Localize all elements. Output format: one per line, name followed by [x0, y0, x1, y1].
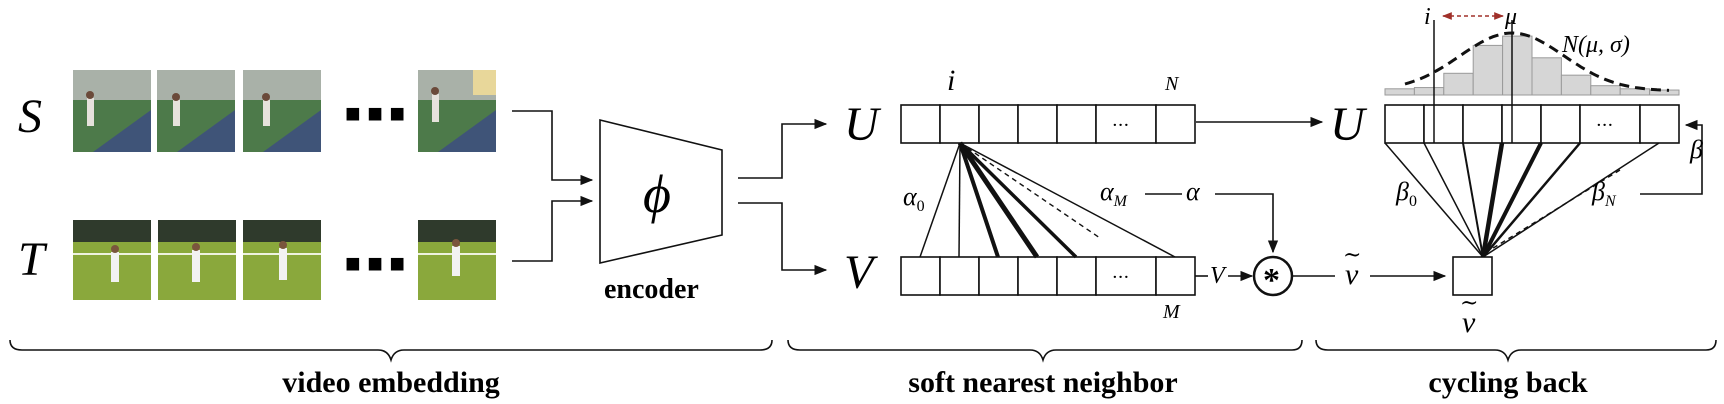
beta-lines	[1384, 142, 1660, 258]
histogram-bar	[1384, 88, 1415, 96]
target-frame-3	[243, 220, 321, 300]
alpha-label: α	[1186, 177, 1201, 206]
histogram-bar	[1649, 89, 1680, 96]
target-frame-last	[418, 220, 496, 300]
soft-nn-brace	[787, 339, 1303, 363]
V-cell	[900, 256, 941, 296]
index-M-label: M	[1162, 301, 1181, 323]
cycle-U-sequence	[1384, 104, 1680, 144]
cycle-mu-label: μ	[1504, 4, 1517, 30]
U-cell	[1017, 104, 1058, 144]
similarity-histogram	[1384, 35, 1680, 96]
section-video-embedding: video embedding	[282, 366, 500, 399]
cycle-U-cells-ellipsis: ···	[1596, 115, 1613, 136]
source-to-encoder-arrow	[512, 110, 594, 186]
target-video-label: T	[18, 233, 48, 286]
beta-label: β	[1689, 135, 1703, 164]
video-embedding-brace	[9, 339, 773, 363]
U-cell	[1056, 104, 1097, 144]
V-cell-ellipsis	[1095, 256, 1157, 296]
histogram-bar	[1590, 85, 1621, 96]
encoder-phi-symbol: ϕ	[643, 164, 671, 224]
beta-0-label: β0	[1395, 177, 1417, 210]
v-tilde-box-tilde: ~	[1460, 291, 1478, 316]
target-frame-2	[158, 220, 236, 300]
V-arrow-label: V	[1210, 263, 1227, 289]
cycle-i-label: i	[1424, 4, 1431, 30]
cycle-U-cell	[1639, 104, 1680, 144]
source-video-frames	[73, 70, 496, 152]
cycling-back-brace	[1315, 339, 1717, 363]
v-tilde-tilde: ~	[1343, 243, 1361, 268]
histogram-bar	[1531, 57, 1562, 96]
U-embedding-sequence	[900, 104, 1196, 144]
cycle-U-label: U	[1330, 98, 1368, 151]
cycle-U-cell-i	[1423, 104, 1464, 144]
U-cell-i	[939, 104, 980, 144]
beta-feedback-arrow	[1640, 119, 1703, 195]
U-cell	[1155, 104, 1196, 144]
histogram-bar	[1502, 35, 1533, 96]
index-i-label: i	[947, 64, 955, 97]
target-frames-ellipsis: ■ ■ ■	[345, 249, 405, 278]
U-cell	[978, 104, 1019, 144]
embedding-U-label: U	[844, 98, 882, 151]
histogram-bar	[1413, 87, 1445, 96]
cycle-U-cell	[1384, 104, 1425, 144]
attention-lines	[919, 141, 1176, 259]
V-cells-ellipsis: ···	[1112, 267, 1129, 288]
source-video-label: S	[18, 90, 42, 143]
V-cell	[1155, 256, 1196, 296]
V-cell	[939, 256, 980, 296]
source-frame-3	[243, 70, 321, 152]
encoder-block	[599, 118, 723, 265]
alpha-to-op-arrow	[1215, 193, 1279, 254]
source-frame-last	[418, 70, 496, 152]
target-frame-1	[73, 220, 151, 300]
V-cell	[978, 256, 1019, 296]
v-tilde-box-label: v	[1462, 306, 1476, 339]
U-cell	[900, 104, 941, 144]
alpha-M-label: αM	[1100, 177, 1129, 210]
v-tilde-box	[1452, 256, 1493, 296]
U-cell-ellipsis	[1095, 104, 1157, 144]
U-cells-ellipsis: ···	[1112, 115, 1129, 136]
source-frames-ellipsis: ■ ■ ■	[345, 99, 405, 128]
source-frame-2	[157, 70, 235, 152]
histogram-bar	[1443, 72, 1474, 96]
cycle-U-cell	[1540, 104, 1581, 144]
target-video-frames	[73, 220, 496, 300]
cycle-U-cell	[1462, 104, 1503, 144]
gaussian-curve	[1404, 31, 1670, 92]
embedding-V-label: V	[844, 246, 878, 299]
section-soft-nearest-neighbor: soft nearest neighbor	[908, 366, 1177, 399]
index-N-label: N	[1164, 73, 1180, 95]
weighted-sum-symbol: *	[1263, 262, 1280, 299]
alpha-0-label: α0	[903, 182, 925, 215]
cycle-U-cell-mu	[1501, 104, 1542, 144]
V-cell	[1017, 256, 1058, 296]
source-frame-1	[73, 70, 151, 152]
histogram-bar	[1619, 88, 1651, 96]
normal-dist-label: N(μ, σ)	[1561, 32, 1630, 58]
beta-N-label: βN	[1591, 177, 1617, 210]
encoder-to-U-arrow	[738, 118, 828, 179]
histogram-bar	[1472, 44, 1504, 96]
v-tilde-label: v	[1345, 258, 1359, 291]
section-cycling-back: cycling back	[1428, 366, 1587, 399]
encoder-label: encoder	[604, 274, 699, 305]
target-to-encoder-arrow	[512, 195, 594, 262]
encoder-to-V-arrow	[738, 202, 828, 276]
V-cell	[1056, 256, 1097, 296]
histogram-bar	[1560, 74, 1592, 96]
V-embedding-sequence	[900, 256, 1196, 296]
